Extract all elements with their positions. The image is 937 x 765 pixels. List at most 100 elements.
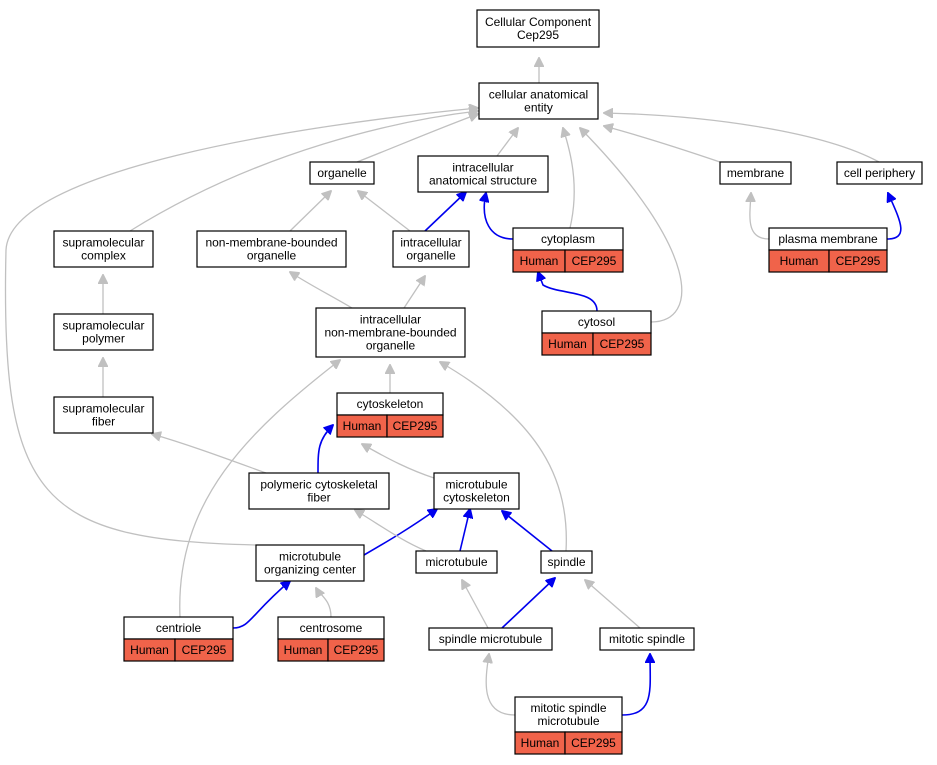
node-label-line: supramolecular: [62, 402, 144, 416]
node-box: [433, 472, 520, 510]
edge-cytoplasm-ias: [484, 193, 514, 240]
annotation-species: Human: [780, 254, 819, 268]
node-label-line: fiber: [92, 415, 115, 429]
edge-ias-cae: [496, 128, 518, 157]
node-label-line: cytoskeleton: [357, 397, 424, 411]
node-label-line: complex: [81, 249, 126, 263]
edges-layer: [4, 58, 902, 716]
edge-spindlemt-spindle: [501, 578, 555, 629]
node-box: [417, 155, 549, 193]
node-box: [248, 472, 390, 510]
node-label-line: microtubule: [425, 555, 487, 569]
annotation-gene: CEP295: [571, 736, 616, 750]
edge-cellperiph-cae: [604, 113, 880, 163]
annotation-species: Human: [284, 643, 323, 657]
node-box: [476, 9, 600, 48]
node-label-line: cellular anatomical: [489, 88, 588, 102]
node-label-line: fiber: [307, 491, 330, 505]
edge-plasmamem-membrane: [750, 193, 770, 240]
node-spindle[interactable]: spindle: [540, 550, 593, 574]
node-label-line: membrane: [727, 166, 785, 180]
node-box: [599, 627, 695, 651]
node-box: [53, 230, 154, 268]
node-box: [478, 82, 599, 120]
node-label-line: organelle: [366, 339, 416, 353]
annotation-gene: CEP295: [836, 254, 881, 268]
edge-mtoc-mtcytoskeleton: [363, 509, 437, 556]
edge-spindlemt-microtubule: [462, 580, 489, 629]
node-label-line: cytoplasm: [541, 232, 595, 246]
annotation-gene: CEP295: [600, 337, 645, 351]
annotation-gene: CEP295: [334, 643, 379, 657]
edge-mitspindlemt-mitoticspindle: [621, 654, 650, 716]
node-label-line: polymer: [82, 332, 125, 346]
node-label-line: spindle: [547, 555, 585, 569]
node-spindlemt[interactable]: spindle microtubule: [428, 627, 553, 651]
node-box: [309, 161, 375, 185]
node-inmbo[interactable]: intracellularnon-membrane-boundedorganel…: [315, 307, 466, 358]
edge-mtcytoskeleton-cytoskeleton: [362, 444, 435, 479]
node-label-line: cell periphery: [844, 166, 915, 180]
annotation-species: Human: [130, 643, 169, 657]
node-label-line: intracellular: [452, 161, 513, 175]
edge-membrane-cae: [604, 126, 721, 163]
annotation-species: Human: [548, 337, 587, 351]
node-label-line: microtubule: [279, 550, 341, 564]
annotation-gene-cell: [386, 414, 444, 438]
annotation-gene-cell: [174, 638, 234, 662]
node-box: [415, 550, 498, 574]
edge-cytoplasm-cae: [563, 128, 575, 229]
edge-microtubule-mtcytoskeleton: [459, 509, 470, 552]
annotation-gene-cell: [828, 249, 888, 273]
edge-polycytofiber-suprafiber: [152, 434, 267, 474]
annotation-species: Human: [521, 736, 560, 750]
node-label-line: non-membrane-bounded: [205, 236, 337, 250]
edge-mitoticspindle-spindle: [585, 580, 641, 629]
node-label-line: polymeric cytoskeletal: [260, 478, 377, 492]
node-organelle[interactable]: organelle: [309, 161, 375, 185]
node-label-line: cytosol: [578, 315, 615, 329]
annotation-gene-cell: [327, 638, 385, 662]
edge-inmbo-nmbo: [290, 272, 353, 309]
edge-centriole-mtoc: [232, 581, 290, 629]
node-box: [53, 396, 154, 434]
edge-spindle-inmbo: [440, 362, 567, 552]
edge-centriole-inmbo: [179, 360, 340, 618]
node-box: [196, 230, 347, 268]
node-label-line: entity: [524, 101, 553, 115]
node-label-line: intracellular: [360, 313, 421, 327]
node-box: [53, 313, 154, 351]
node-membrane[interactable]: membrane: [719, 161, 792, 185]
node-label-line: organelle: [247, 249, 297, 263]
node-box: [315, 307, 466, 358]
node-microtubule[interactable]: microtubule: [415, 550, 498, 574]
edge-mitspindlemt-spindlemt: [486, 654, 516, 716]
edge-centrosome-mtoc: [316, 588, 332, 618]
node-mitoticspindle[interactable]: mitotic spindle: [599, 627, 695, 651]
node-label-line: cytoskeleton: [443, 491, 510, 505]
node-cellperiph[interactable]: cell periphery: [836, 161, 923, 185]
annotation-gene: CEP295: [182, 643, 227, 657]
node-label-line: centriole: [156, 621, 202, 635]
edge-microtubule-polycytofiber: [355, 510, 427, 552]
